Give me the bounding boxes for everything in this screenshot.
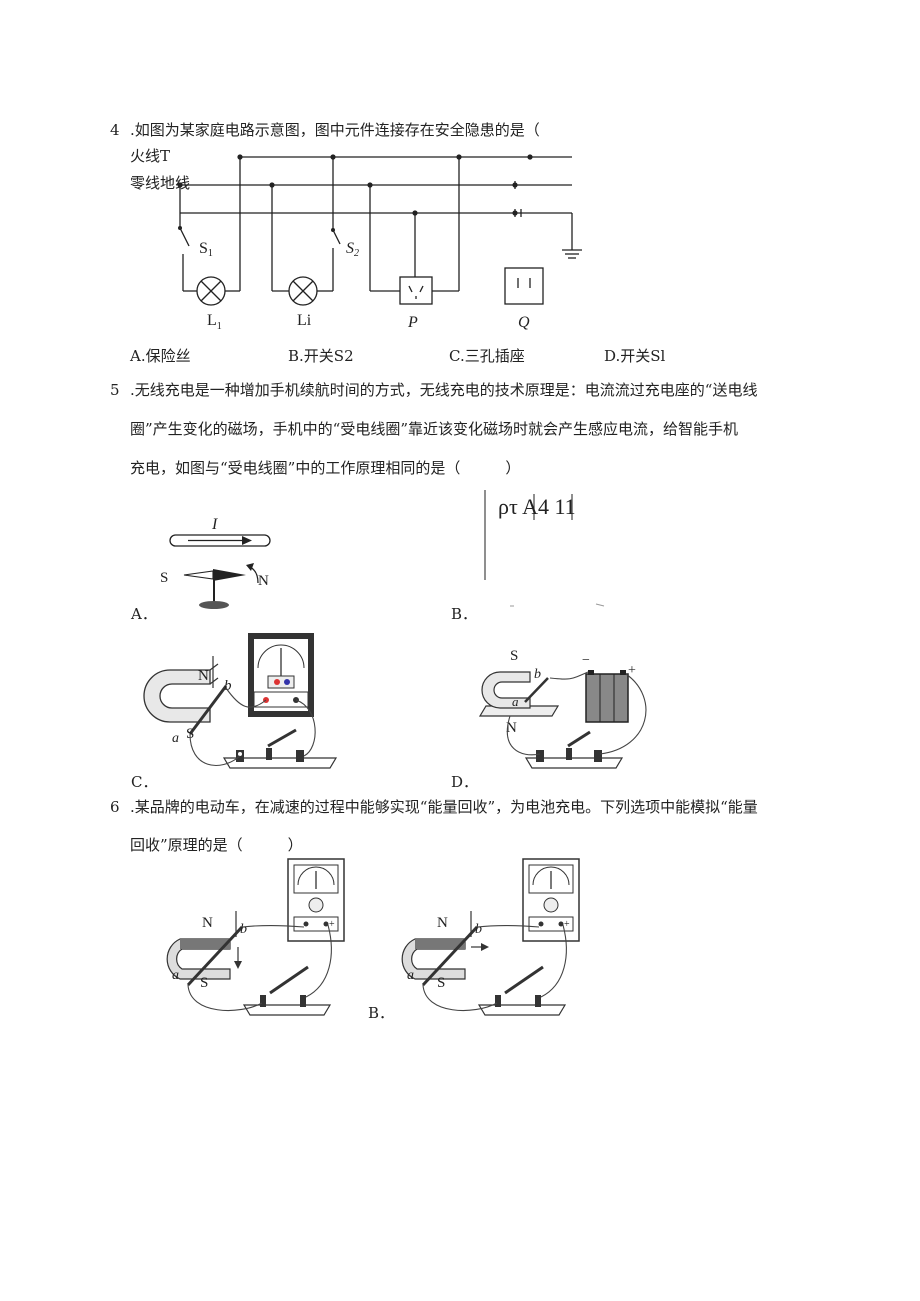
q5-option-a-label[interactable]: A． [131, 605, 157, 623]
q5-stem-line-1: .无线充电是一种增加手机续航时间的方式，无线充电的技术原理是：电流流过充电座的“… [130, 381, 758, 399]
household-circuit-diagram: S1 S2 L1 Li P Q [177, 154, 582, 332]
live-wire-label: 火线T [130, 147, 171, 165]
fig-b-fragment: ρτ Α4 11 [484, 490, 605, 607]
q5-stem-line-2: 圈”产生变化的磁场，手机中的“受电线圈”靠近该变化磁场时就会产生感应电流，给智能… [130, 420, 739, 438]
q6-stem-line-1: .某品牌的电动车，在减速的过程中能够实现“能量回收”，为电池充电。下列选项中能模… [130, 798, 758, 816]
switch-icon [242, 965, 332, 1016]
q6b-b-label: b [475, 922, 482, 937]
fig-c-generator-diagram: N b S a [143, 633, 338, 769]
battery-icon [585, 670, 629, 723]
q6b-n-label: N [437, 915, 448, 931]
label-s1: S1 [199, 240, 213, 259]
q6b-a-label: a [407, 968, 414, 983]
q4-option-c[interactable]: C.三孔插座 [449, 347, 525, 365]
switch-icon [524, 730, 624, 769]
fig-d-a-label: a [512, 694, 519, 709]
fig-d-plus-label: + [628, 663, 636, 678]
lamp-l2-icon [288, 276, 318, 306]
q6b-s-label: S [437, 975, 445, 991]
neutral-ground-label: 零线地线 [130, 174, 191, 192]
fig-b-fragment-text: ρτ Α4 11 [498, 494, 576, 519]
fig-d-s-label: S [510, 648, 518, 664]
fig-a-n-label: N [258, 573, 269, 589]
q4-option-b[interactable]: B.开关S2 [288, 347, 354, 365]
q4-stem: .如图为某家庭电路示意图，图中元件连接存在安全隐患的是（ [130, 121, 540, 139]
fig-c-b-label: b [224, 678, 232, 694]
q6a-a-label: a [172, 968, 179, 983]
q6-option-b-label[interactable]: B． [368, 1004, 395, 1022]
q4-option-a[interactable]: A.保险丝 [130, 347, 191, 365]
socket-q-icon [504, 267, 544, 305]
q6a-b-label: b [240, 922, 247, 937]
fig-d-motor-diagram: S N b a − + [478, 648, 647, 769]
q5-option-b-label[interactable]: B． [451, 605, 478, 623]
q6a-plus-label: + [329, 919, 335, 930]
fig-a-current-label: I [211, 516, 218, 533]
fig-a-s-label: S [160, 570, 168, 586]
fig-c-n-label: N [198, 668, 209, 684]
q6a-n-label: N [202, 915, 213, 931]
q6b-plus-label: + [564, 919, 570, 930]
switch-icon [477, 965, 567, 1016]
label-s2: S2 [346, 240, 359, 259]
q6-fig-b-diagram: N b S a + [401, 858, 580, 1016]
label-l1: L1 [207, 312, 222, 332]
label-p: P [407, 314, 418, 331]
q5-stem-line-3: 充电，如图与“受电线圈”中的工作原理相同的是（ ） [130, 459, 521, 477]
q6-stem-line-2: 回收”原理的是（ ） [130, 836, 303, 854]
label-q: Q [518, 314, 530, 331]
q6a-s-label: S [200, 975, 208, 991]
q4-number: 4 [110, 121, 120, 139]
q6-fig-a-diagram: N b S a + [166, 858, 345, 1016]
galvanometer-icon: + [287, 858, 345, 942]
galvanometer-icon: + [522, 858, 580, 942]
lamp-l1-icon [196, 276, 226, 306]
fig-a-oersted-diagram: I S N [160, 516, 271, 609]
q5-number: 5 [110, 381, 120, 399]
fig-d-b-label: b [534, 667, 541, 682]
fig-d-n-label: N [506, 720, 517, 736]
fig-c-a-label: a [172, 731, 179, 746]
q4-option-d[interactable]: D.开关Sl [604, 347, 666, 365]
q5-option-d-label[interactable]: D． [451, 773, 479, 791]
q6-number: 6 [110, 798, 120, 816]
fig-d-minus-label: − [582, 653, 590, 668]
switch-icon [222, 728, 338, 769]
socket-p-icon [399, 276, 433, 305]
label-l2: Li [297, 312, 312, 329]
q5-option-c-label[interactable]: C． [131, 773, 158, 791]
